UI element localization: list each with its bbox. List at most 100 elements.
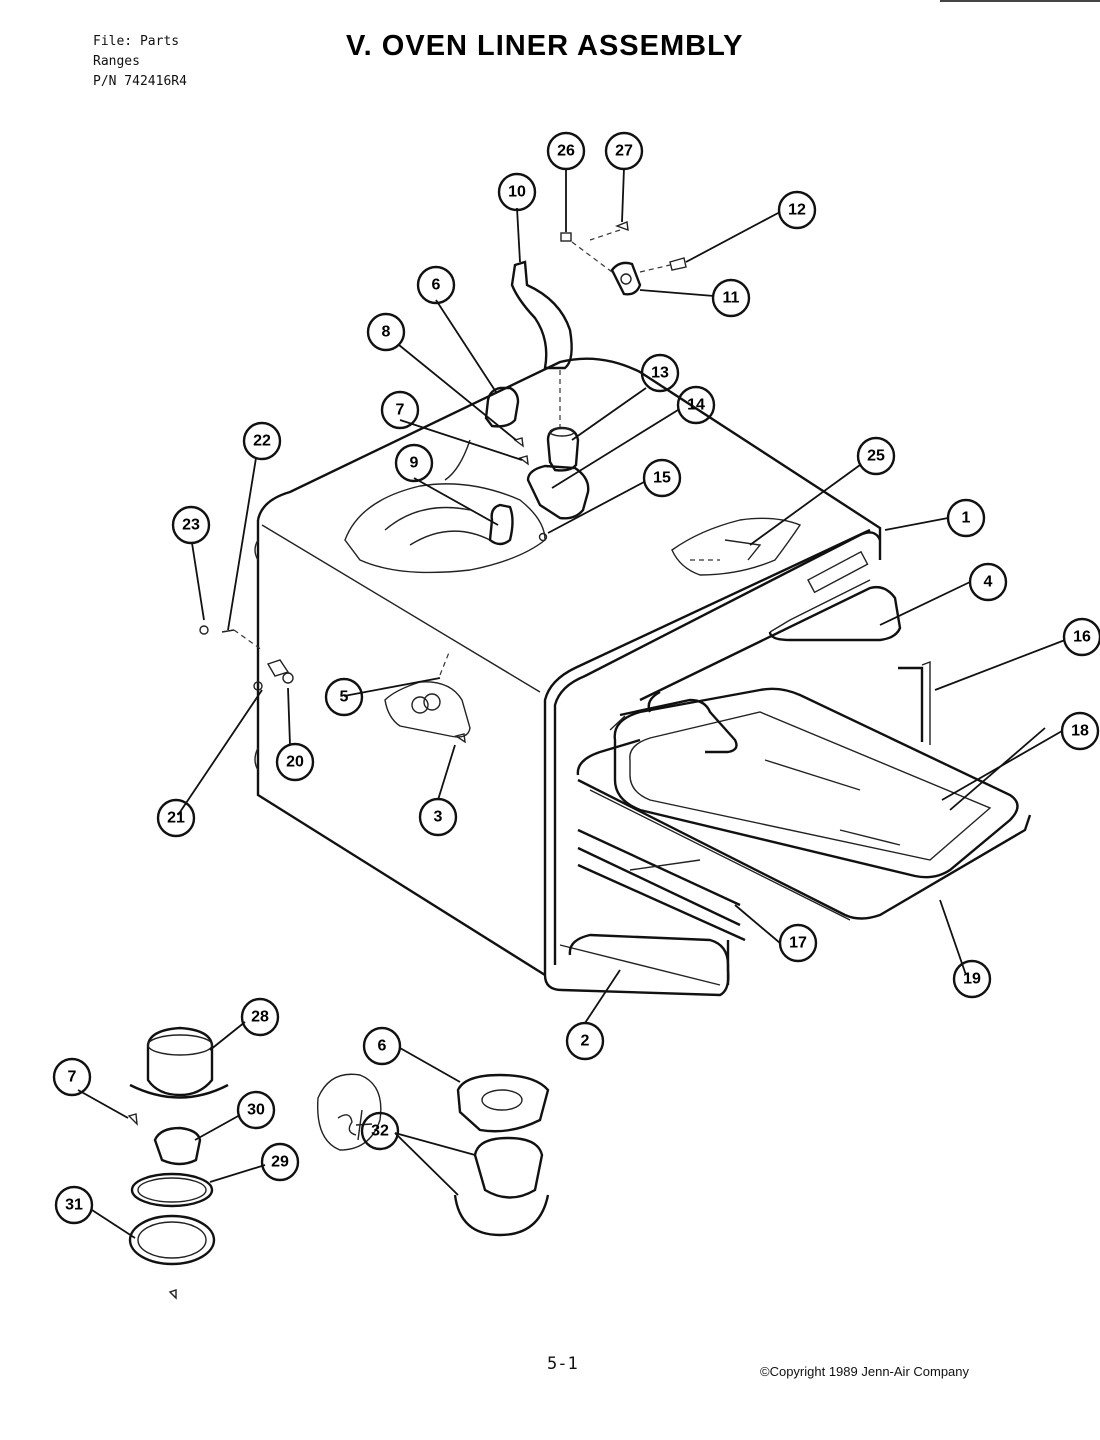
callout-6-lower: 6: [362, 1026, 402, 1066]
lamp-part-13: [546, 426, 580, 472]
callout-6-upper-label: 6: [432, 277, 441, 294]
page-number: 5-1: [547, 1354, 578, 1374]
callout-25-label: 25: [867, 448, 885, 465]
callout-6-lower-label: 6: [378, 1038, 387, 1055]
bake-element-part-2: [568, 933, 730, 985]
vent-duct-part-10: [510, 260, 573, 430]
socket-housing-part-14: [526, 464, 590, 520]
copyright-notice: ©Copyright 1989 Jenn-Air Company: [760, 1364, 970, 1379]
callout-28: 28: [240, 997, 280, 1037]
callout-7-upper-label: 7: [396, 402, 405, 419]
top-rule: [940, 0, 1100, 2]
element-bracket-part-5: [384, 649, 471, 738]
callout-31: 31: [54, 1185, 94, 1225]
callout-8-label: 8: [382, 324, 391, 341]
callout-18: 18: [1060, 711, 1100, 751]
callout-23-label: 23: [182, 517, 200, 534]
callout-15: 15: [642, 458, 682, 498]
callout-29: 29: [260, 1142, 300, 1182]
callout-10-label: 10: [508, 184, 526, 201]
callout-28-label: 28: [251, 1009, 269, 1026]
callout-9-label: 9: [410, 455, 419, 472]
bulb-part-30: [153, 1126, 202, 1166]
light-socket-part-6: [484, 386, 520, 428]
trim-ring-part-31: [128, 1214, 216, 1300]
callout-27-label: 27: [615, 143, 633, 160]
socket-plate-part-6-lower: [456, 1073, 550, 1133]
callout-4-label: 4: [984, 574, 993, 591]
lens-part-29: [130, 1172, 214, 1208]
callout-19-label: 19: [963, 971, 981, 988]
callout-26-label: 26: [557, 143, 575, 160]
callout-11: 11: [711, 278, 751, 318]
callout-15-label: 15: [653, 470, 671, 487]
shield-part-25: [671, 517, 802, 576]
callout-26: 26: [546, 131, 586, 171]
callout-22: 22: [242, 421, 282, 461]
callout-7-upper: 7: [380, 390, 420, 430]
callout-17: 17: [778, 923, 818, 963]
screw-part-15: [538, 532, 548, 542]
callout-13: 13: [640, 353, 680, 393]
callout-12: 12: [777, 190, 817, 230]
callout-7-lower: 7: [52, 1057, 92, 1097]
page-title: V. OVEN LINER ASSEMBLY: [346, 30, 744, 62]
callout-10: 10: [497, 172, 537, 212]
callout-25: 25: [856, 436, 896, 476]
callout-5-label: 5: [340, 689, 349, 706]
callout-4: 4: [968, 562, 1008, 602]
broil-pan-part-18: [613, 687, 1019, 879]
callout-3-label: 3: [434, 809, 443, 826]
callout-5: 5: [324, 677, 364, 717]
part-number-line: P/N 742416R4: [93, 74, 187, 89]
callout-12-label: 12: [788, 202, 806, 219]
callout-1: 1: [946, 498, 986, 538]
bracket-part-16: [898, 660, 931, 745]
callout-17-label: 17: [789, 935, 807, 952]
broil-pan-grid-part-19: [576, 738, 1032, 921]
screw-part-3: [454, 733, 466, 744]
screw-part-12: [669, 257, 687, 271]
callout-1-label: 1: [962, 510, 971, 527]
callout-6-upper: 6: [416, 265, 456, 305]
callout-22-label: 22: [253, 433, 271, 450]
oven-liner-body: [254, 357, 882, 977]
screw-part-26: [560, 232, 572, 242]
callout-8: 8: [366, 312, 406, 352]
pin-part-22: [221, 629, 263, 651]
category-line: Ranges: [93, 54, 140, 69]
callout-9: 9: [394, 443, 434, 483]
leader-lines: [77, 167, 1066, 1239]
oven-racks-part-17: [577, 828, 746, 942]
bracket-part-20: [266, 659, 294, 684]
callout-30: 30: [236, 1090, 276, 1130]
callout-16: 16: [1062, 617, 1100, 657]
light-cover-part-28: [129, 1026, 229, 1099]
vent-clip-part-11: [571, 229, 671, 296]
callout-30-label: 30: [247, 1102, 265, 1119]
screw-part-8: [513, 437, 524, 448]
callout-14-label: 14: [687, 397, 705, 414]
callout-29-label: 29: [271, 1154, 289, 1171]
screw-part-27: [615, 221, 629, 232]
screw-part-21: [253, 681, 263, 691]
callout-3: 3: [418, 797, 458, 837]
callout-31-label: 31: [65, 1197, 83, 1214]
broil-element-part-4: [609, 550, 902, 754]
callout-13-label: 13: [651, 365, 669, 382]
callout-2-label: 2: [581, 1033, 590, 1050]
callout-11-label: 11: [723, 290, 740, 307]
callout-23: 23: [171, 505, 211, 545]
nut-part-23: [199, 625, 209, 635]
callout-32-label: 32: [371, 1123, 389, 1140]
callout-32: 32: [360, 1111, 400, 1151]
callout-27: 27: [604, 131, 644, 171]
callout-7-lower-label: 7: [68, 1069, 77, 1086]
file-line: File: Parts: [93, 34, 180, 49]
callout-14: 14: [676, 385, 716, 425]
callout-21: 21: [156, 798, 196, 838]
callout-16-label: 16: [1073, 629, 1091, 646]
callout-2: 2: [565, 1021, 605, 1061]
callout-20-label: 20: [286, 754, 304, 771]
